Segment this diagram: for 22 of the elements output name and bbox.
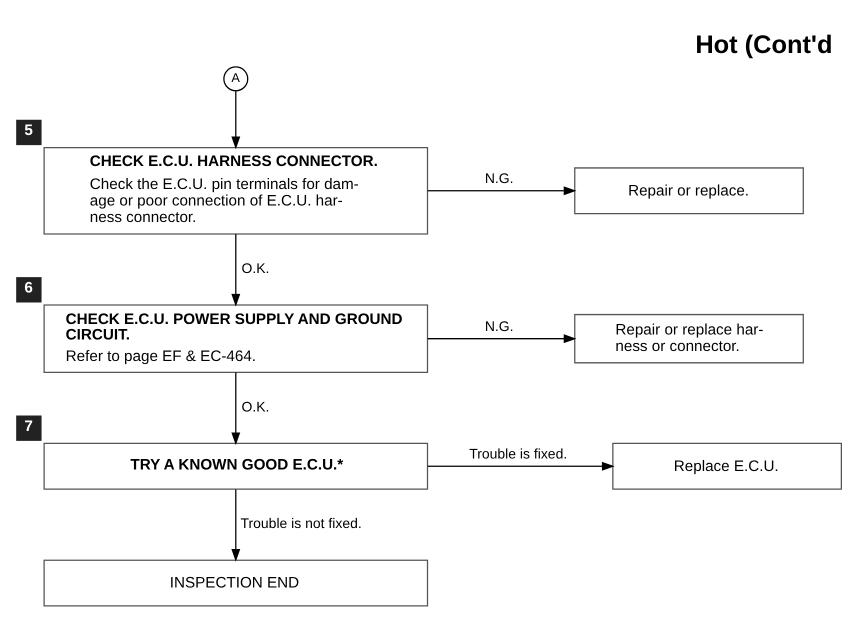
node-box: Replace E.C.U. bbox=[612, 442, 842, 490]
diagram-title: Hot (Cont'd bbox=[695, 31, 832, 60]
node-circle: A bbox=[223, 66, 248, 92]
node-box: Repair or replace har- ness or connector. bbox=[574, 314, 804, 364]
arrow bbox=[428, 462, 615, 471]
arrow bbox=[231, 372, 240, 446]
arrow bbox=[231, 234, 240, 307]
arrow bbox=[231, 490, 240, 562]
edge-label: Trouble is fixed. bbox=[469, 445, 568, 462]
edge-label: N.G. bbox=[484, 170, 514, 186]
arrow bbox=[231, 90, 240, 150]
node-label: 5 bbox=[24, 122, 33, 140]
arrow bbox=[428, 186, 576, 196]
edge-label: N.G. bbox=[484, 318, 514, 334]
edge-label: O.K. bbox=[241, 260, 270, 276]
edge-label: Trouble is not fixed. bbox=[240, 515, 362, 532]
node-box: INSPECTION END bbox=[43, 560, 428, 607]
node-box: Repair or replace. bbox=[574, 167, 804, 214]
arrow bbox=[428, 334, 576, 344]
node-label: 6 bbox=[24, 279, 33, 296]
edge-label: O.K. bbox=[241, 398, 270, 414]
node-label: 7 bbox=[24, 418, 33, 435]
